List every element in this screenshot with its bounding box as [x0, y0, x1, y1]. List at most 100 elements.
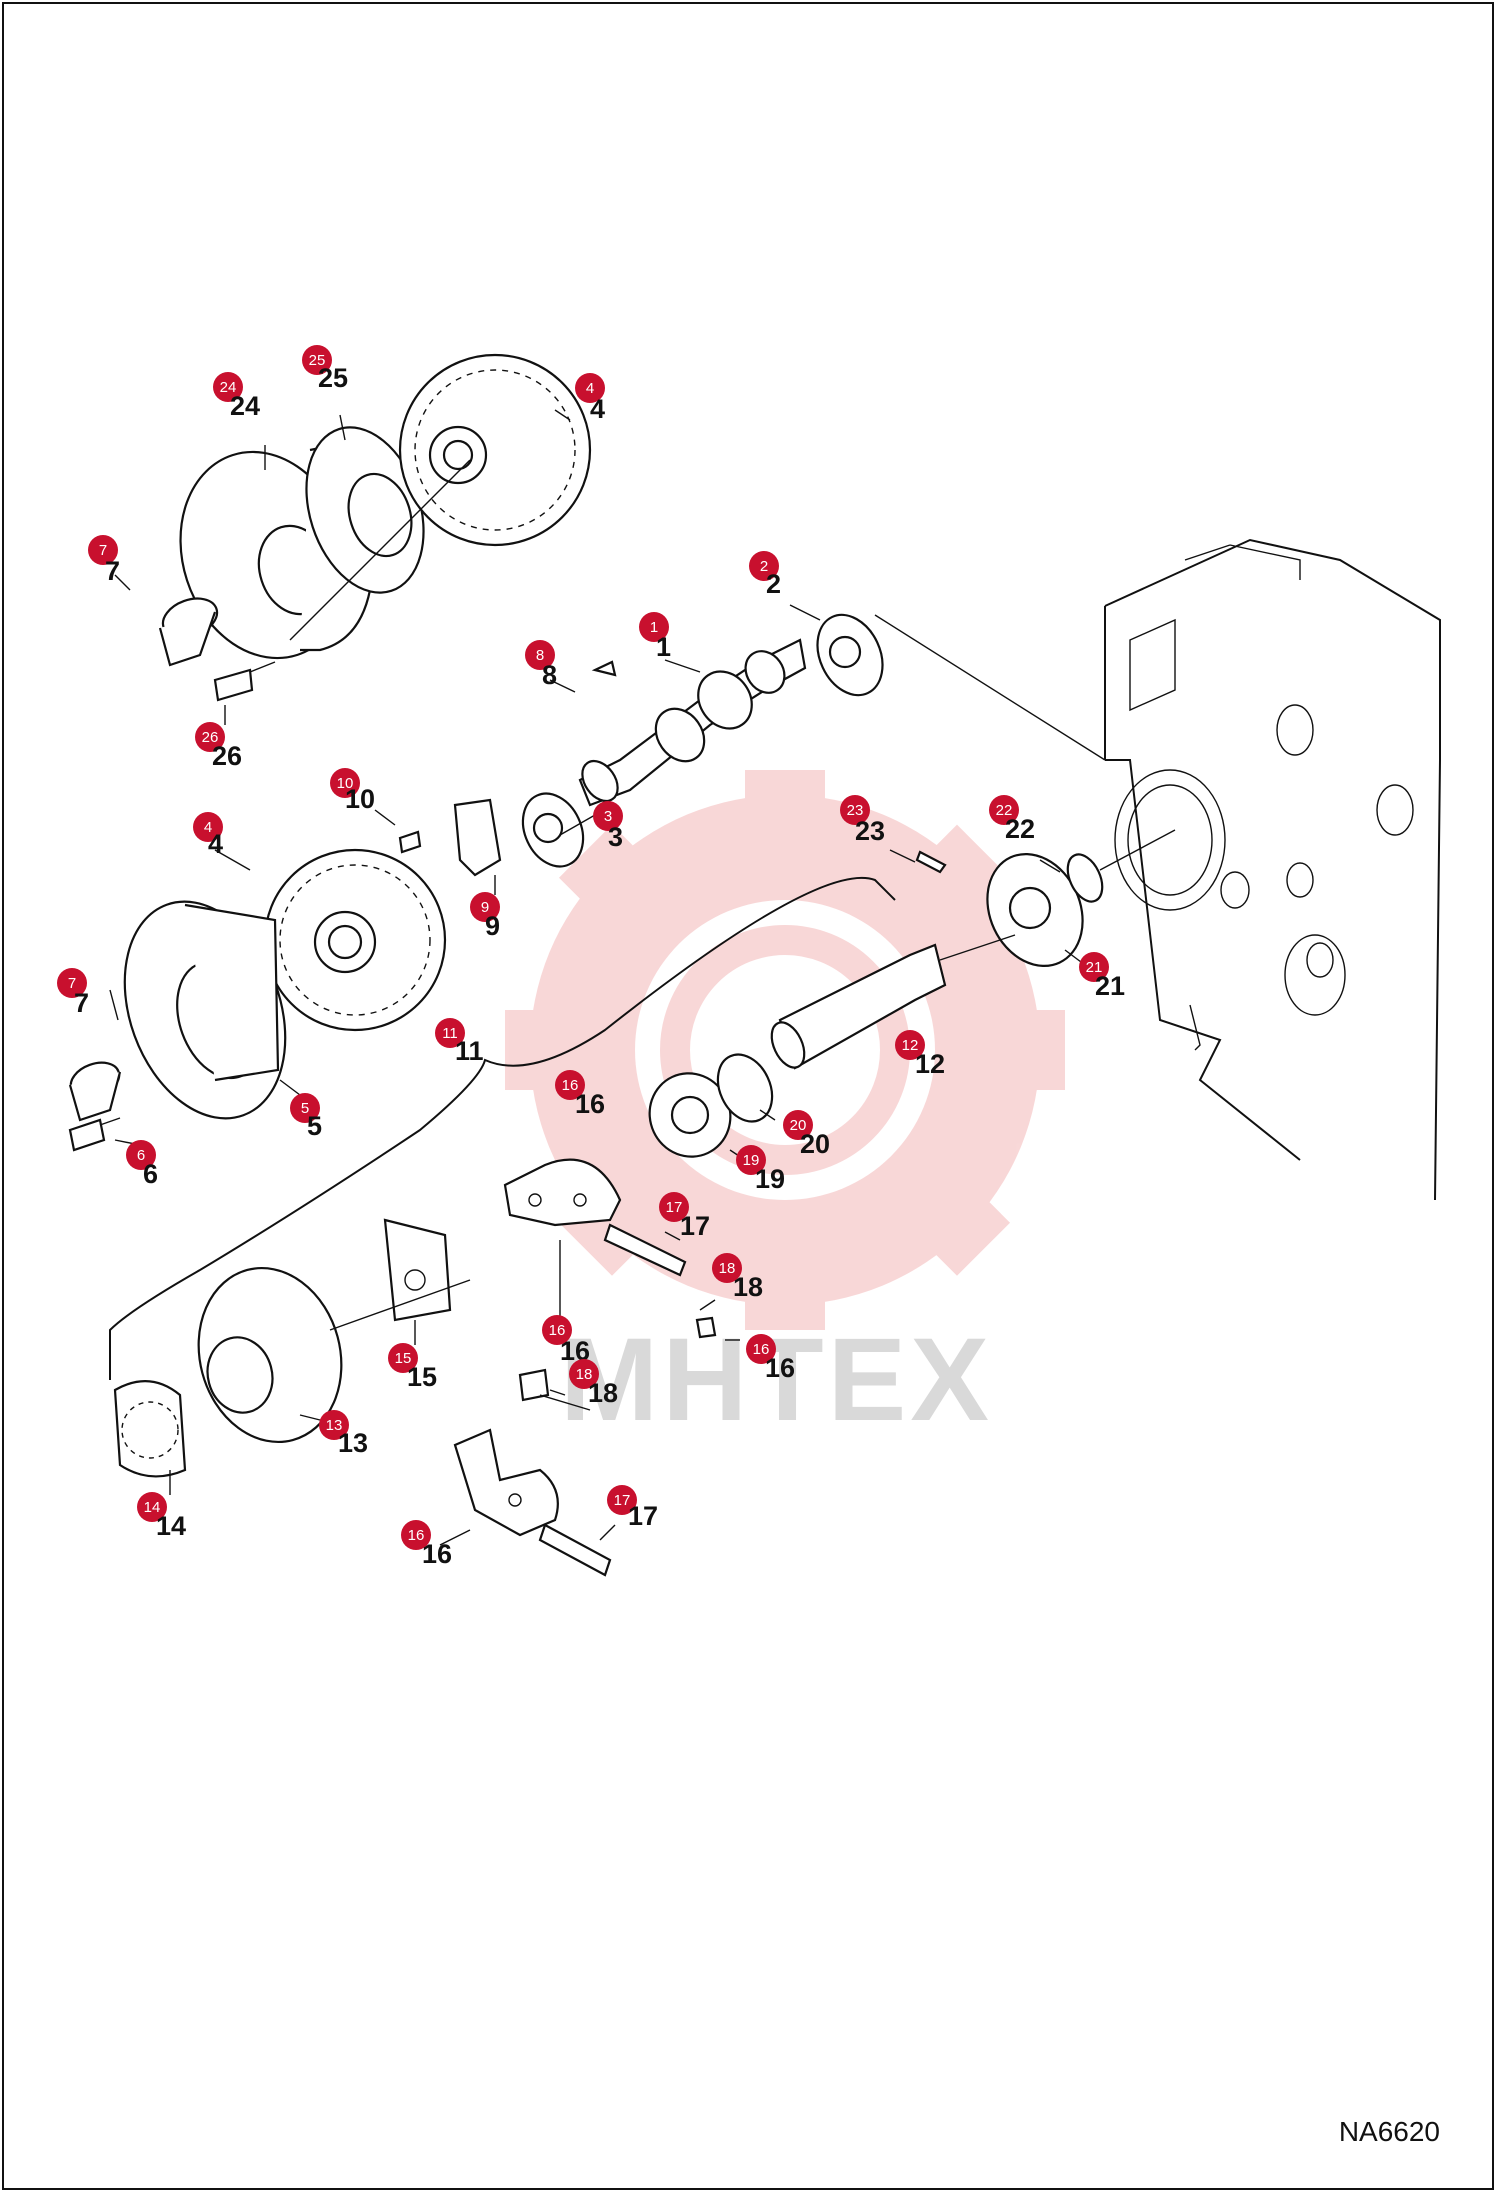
badge-number: 2 — [760, 558, 768, 575]
governor-shaft — [770, 829, 1176, 1070]
callout-17-lower: 17 17 — [607, 1485, 658, 1531]
badge-number: 23 — [847, 802, 864, 819]
callout-3: 3 3 — [593, 801, 623, 852]
callout-25: 25 25 — [302, 345, 348, 393]
callout-21: 21 21 — [1079, 952, 1125, 1001]
governor-cup-assembly — [113, 1218, 550, 1478]
badge-number: 5 — [301, 1100, 309, 1117]
gear-assembly-top — [158, 353, 592, 702]
badge-number: 9 — [481, 899, 489, 916]
part-number: 4 — [590, 394, 605, 424]
callout-5: 5 5 — [290, 1093, 322, 1141]
callout-7-middle: 7 7 — [57, 968, 89, 1018]
badge-number: 24 — [220, 379, 237, 396]
part-number: 9 — [485, 911, 500, 941]
callout-14: 14 14 — [137, 1492, 186, 1541]
callout-16-right: 16 16 — [746, 1334, 795, 1383]
camshaft — [398, 613, 884, 877]
badge-number: 17 — [666, 1199, 683, 1216]
part-number: 16 — [422, 1539, 452, 1569]
badge-number: 1 — [650, 619, 658, 636]
badge-number: 6 — [137, 1147, 145, 1164]
part-number: 18 — [588, 1378, 618, 1408]
badge-number: 3 — [604, 808, 612, 825]
badge-number: 12 — [902, 1037, 919, 1054]
callout-4-top: 4 4 — [575, 373, 605, 424]
part-number: 8 — [542, 660, 557, 690]
callout-16-upper: 16 16 — [555, 1070, 605, 1119]
callout-22: 22 22 — [989, 795, 1035, 844]
badge-number: 26 — [202, 729, 219, 746]
part-number: 18 — [733, 1272, 763, 1302]
gear-assembly-middle — [68, 848, 447, 1152]
part-number: 7 — [105, 556, 120, 586]
badge-number: 18 — [576, 1366, 593, 1383]
callout-16-middle: 16 16 — [542, 1315, 590, 1366]
part-number: 13 — [338, 1428, 368, 1458]
part-number: 16 — [575, 1089, 605, 1119]
part-number: 24 — [230, 391, 260, 421]
callout-13: 13 13 — [319, 1410, 368, 1458]
badge-number: 7 — [68, 975, 76, 992]
callout-12: 12 12 — [895, 1030, 945, 1079]
badge-number: 17 — [614, 1492, 631, 1509]
badge-number: 20 — [790, 1117, 807, 1134]
part-number: 23 — [855, 816, 885, 846]
badge-number: 8 — [536, 647, 544, 664]
governor-weights-upper — [503, 1158, 717, 1339]
engine-block — [1104, 538, 1441, 1201]
callout-4-middle: 4 4 — [193, 812, 223, 859]
callout-19: 19 19 — [736, 1145, 785, 1194]
sleeve-washer — [648, 1053, 774, 1158]
badge-number: 13 — [326, 1417, 343, 1434]
badge-number: 21 — [1086, 959, 1103, 976]
diagram-code: NA6620 — [1338, 2116, 1440, 2147]
governor-weights-lower — [453, 1394, 612, 1577]
callout-9: 9 9 — [470, 892, 500, 941]
badge-number: 19 — [743, 1152, 760, 1169]
callout-18-upper: 18 18 — [712, 1253, 763, 1302]
badge-number: 11 — [442, 1025, 458, 1042]
badge-number: 16 — [549, 1322, 566, 1339]
callout-11: 11 11 — [435, 1018, 484, 1066]
group-bracket-11 — [109, 876, 896, 1380]
part-number: 20 — [800, 1129, 830, 1159]
part-number: 21 — [1095, 971, 1125, 1001]
part-number: 11 — [455, 1036, 484, 1066]
callout-23: 23 23 — [840, 795, 885, 846]
badge-number: 16 — [562, 1077, 579, 1094]
leader-2-block — [874, 614, 1106, 761]
callout-20: 20 20 — [783, 1110, 830, 1159]
callout-18-lower: 18 18 — [569, 1359, 618, 1408]
badge-number: 4 — [586, 380, 594, 397]
part-number: 25 — [318, 363, 348, 393]
part-number: 16 — [765, 1353, 795, 1383]
badge-number: 15 — [395, 1350, 412, 1367]
badge-number: 10 — [337, 775, 354, 792]
badge-number: 25 — [309, 352, 326, 369]
part-number: 4 — [208, 829, 223, 859]
badge-number: 14 — [144, 1499, 161, 1516]
part-number: 14 — [156, 1511, 186, 1541]
callout-15: 15 15 — [388, 1343, 437, 1392]
callout-7-top: 7 7 — [88, 535, 120, 586]
part-number: 26 — [212, 741, 242, 771]
badge-number: 16 — [753, 1341, 770, 1358]
part-number: 17 — [628, 1501, 658, 1531]
part-number: 7 — [74, 988, 89, 1018]
callout-8: 8 8 — [525, 640, 557, 690]
callout-6: 6 6 — [126, 1140, 158, 1189]
part-number: 6 — [143, 1159, 158, 1189]
callout-2: 2 2 — [749, 551, 781, 599]
badge-number: 16 — [408, 1527, 425, 1544]
callout-1: 1 1 — [639, 612, 671, 662]
part-number: 10 — [345, 784, 375, 814]
part-number: 3 — [608, 822, 623, 852]
callout-26: 26 26 — [195, 722, 242, 771]
badge-number: 18 — [719, 1260, 736, 1277]
part-number: 2 — [766, 569, 781, 599]
callouts: 24 24 25 25 4 4 7 7 26 26 2 2 — [57, 345, 1125, 1569]
part-number: 12 — [915, 1049, 945, 1079]
